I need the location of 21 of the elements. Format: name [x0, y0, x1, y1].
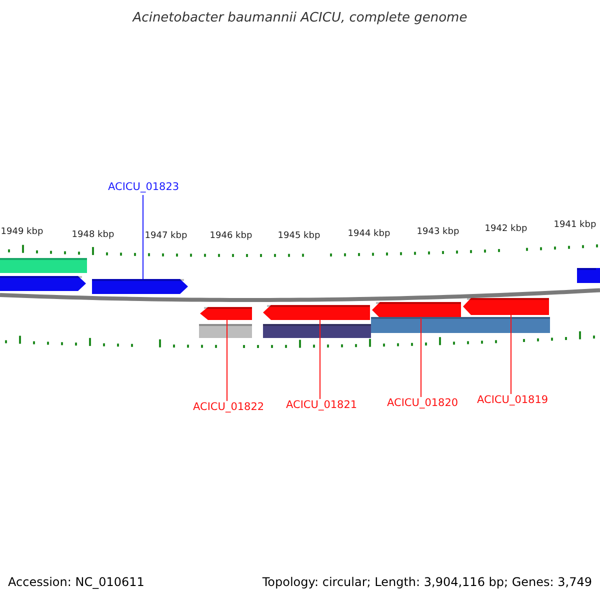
axis-tick-label: 1948 kbp [72, 230, 114, 240]
gene-label: ACICU_01819 [477, 394, 545, 406]
leader-line [420, 318, 422, 398]
axis-tick-label: 1945 kbp [278, 231, 320, 241]
footer-note: Topology: circular; Length: 3,904,116 bp; Genes: 3,749 [262, 575, 592, 589]
axis-tick-label: 1943 kbp [416, 227, 460, 237]
leader-line [142, 194, 144, 280]
axis-tick-label: 1947 kbp [144, 231, 188, 241]
axis-tick-label: 1941 kbp [554, 220, 596, 230]
leader-line [510, 314, 512, 394]
axis-tick-label: 1946 kbp [210, 231, 252, 241]
gene-label: ACICU_01820 [387, 397, 455, 409]
axis-tick-label: 1949 kbp [0, 227, 44, 237]
axis-tick-label: 1942 kbp [484, 224, 528, 234]
axis-tick-label: 1944 kbp [348, 229, 390, 239]
gene-label: ACICU_01821 [286, 399, 354, 411]
footer-note: Accession: NC_010611 [8, 575, 144, 589]
gene-label: ACICU_01822 [193, 401, 261, 413]
gene-label: ACICU_01823 [108, 181, 178, 193]
title: Acinetobacter baumannii ACICU, complete genome [132, 10, 468, 26]
leader-line [226, 320, 228, 402]
